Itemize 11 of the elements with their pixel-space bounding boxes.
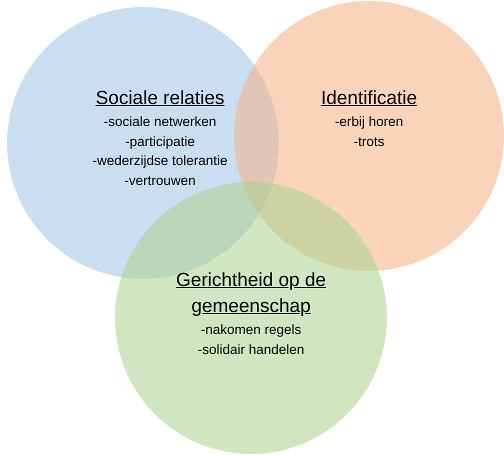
circle-heading: Sociale relaties [96,87,224,111]
list-item: -vertrouwen [124,172,196,190]
circle-heading: Gerichtheid op de gemeenschap [175,269,327,319]
circle-heading: Identificatie [320,87,418,111]
list-item: -participatie [125,132,195,151]
list-item: -solidair handelen [198,340,304,358]
list-item: -nakomen regels [200,321,302,339]
list-item: -sociale netwerken [104,113,216,131]
list-item: -wederzijdse tolerantie [92,152,228,170]
list-item: -erbij horen [334,113,404,131]
list-item: -trots [354,132,384,150]
